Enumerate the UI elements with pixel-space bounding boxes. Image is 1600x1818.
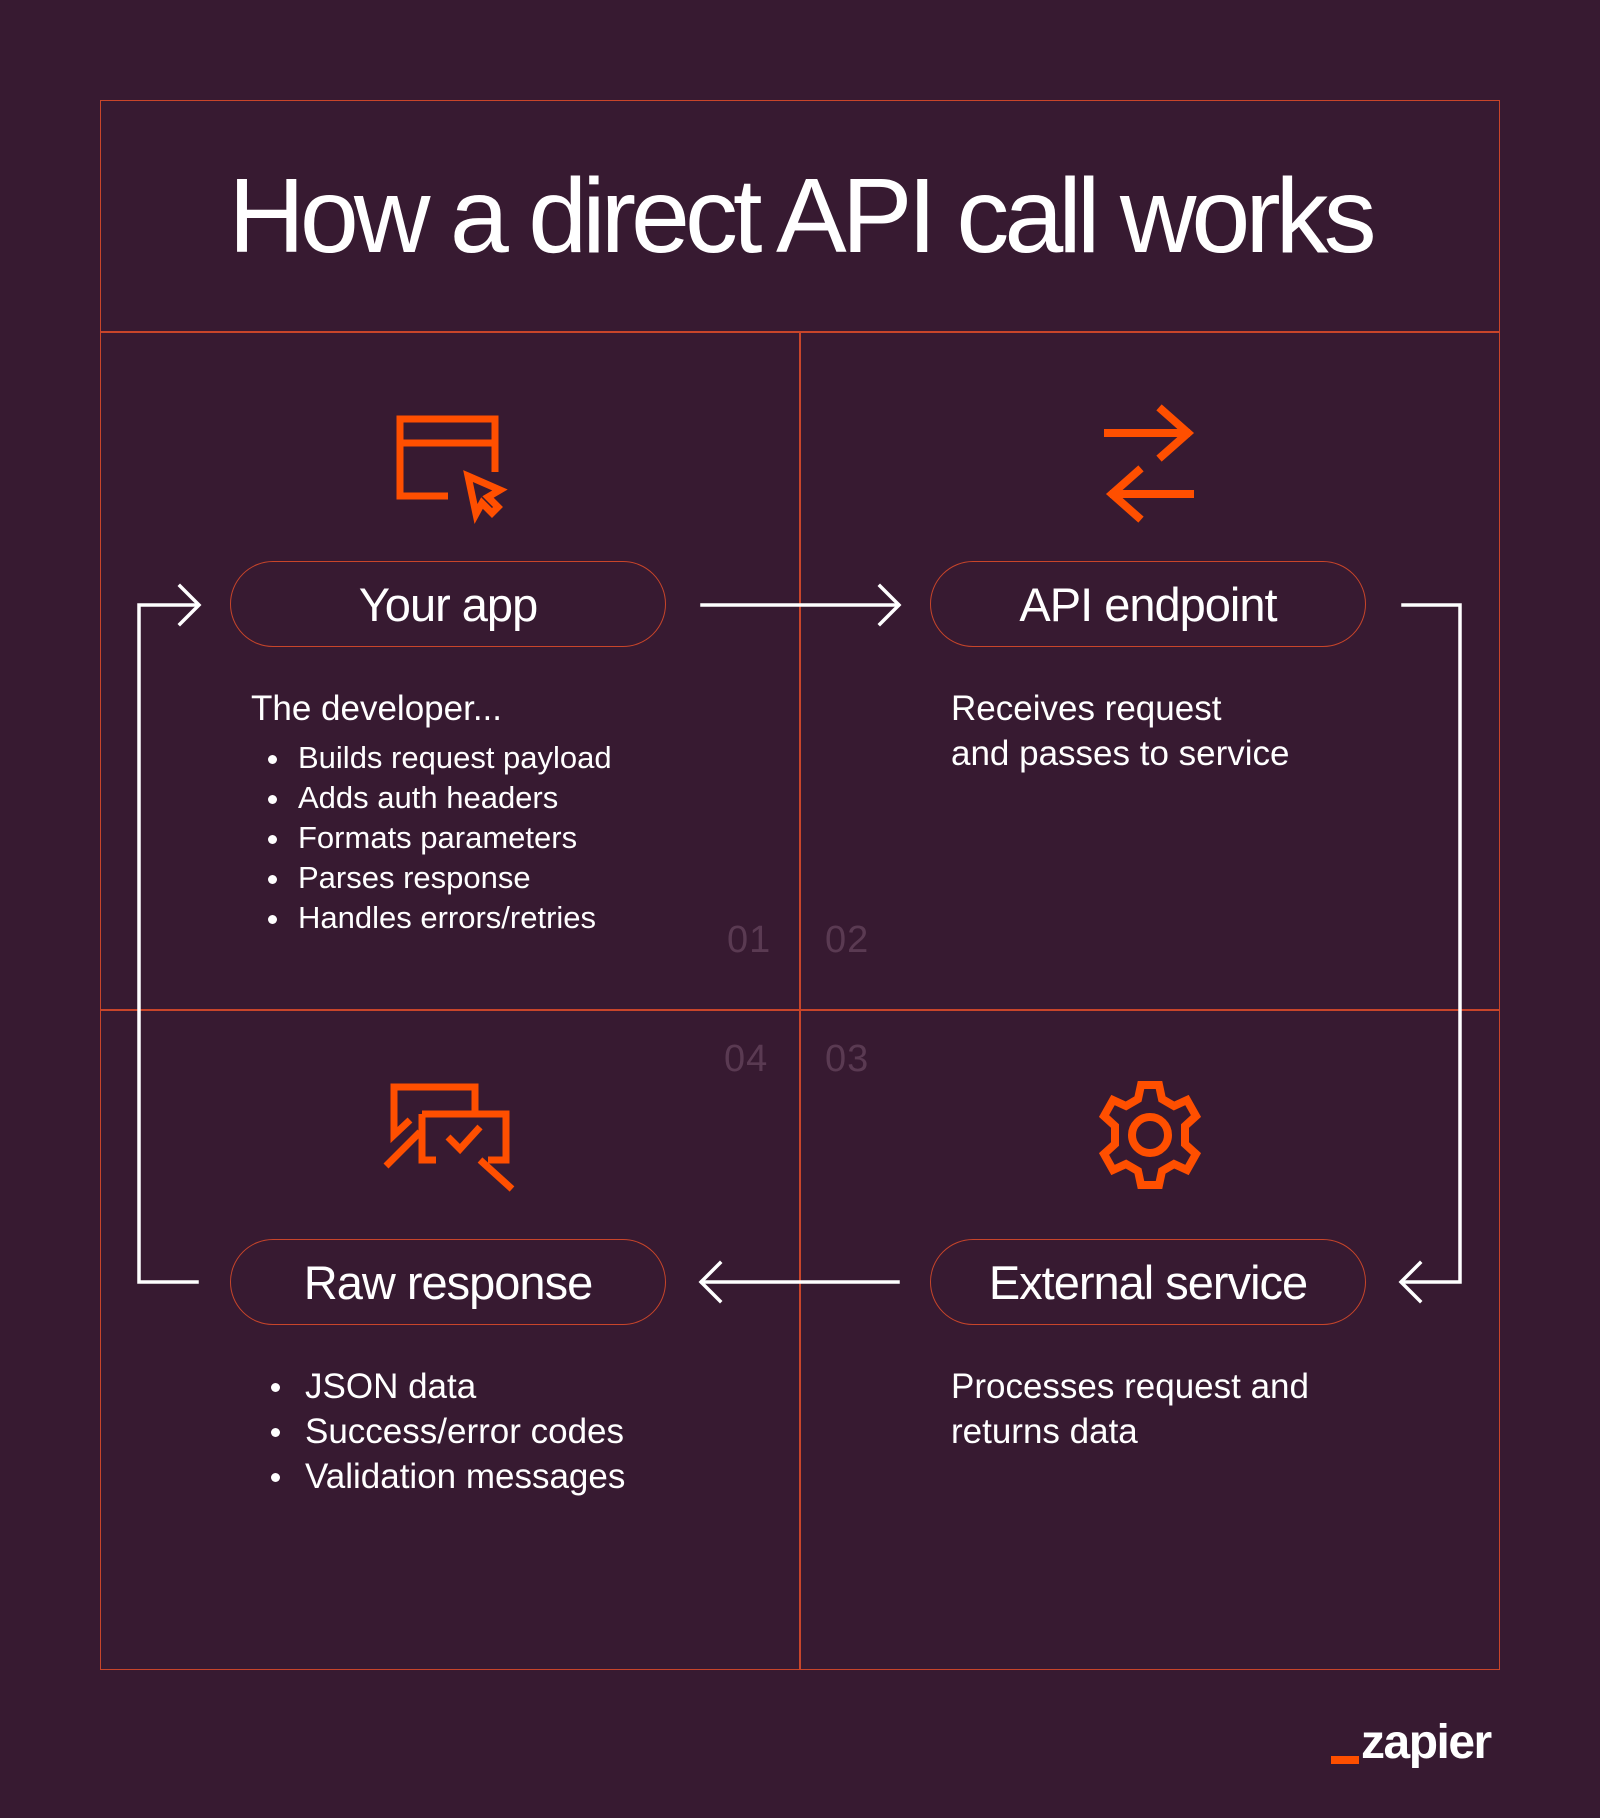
step-number-03: 03 [825, 1038, 870, 1080]
column-divider [799, 332, 801, 1670]
list-item: Success/error codes [251, 1409, 625, 1454]
app-window-cursor-icon [396, 415, 508, 525]
logo-text: zapier [1361, 1716, 1492, 1769]
api-endpoint-description: Receives request and passes to service [951, 686, 1290, 776]
swap-arrows-icon [1104, 404, 1195, 523]
step-number-01: 01 [727, 919, 772, 961]
list-item: Validation messages [251, 1454, 625, 1499]
list-item: Builds request payload [250, 738, 612, 778]
description-line: Processes request and [951, 1367, 1309, 1406]
external-service-description: Processes request and returns data [951, 1364, 1309, 1454]
step-your-app: Your app [230, 561, 666, 647]
list-item: Parses response [250, 858, 612, 898]
step-external-service: External service [930, 1239, 1366, 1325]
list-item: Handles errors/retries [250, 898, 612, 938]
your-app-bullets: Builds request payload Adds auth headers… [250, 738, 612, 938]
step-api-endpoint: API endpoint [930, 561, 1366, 647]
list-item: Formats parameters [250, 818, 612, 858]
list-item: Adds auth headers [250, 778, 612, 818]
description-line: returns data [951, 1412, 1138, 1451]
step-number-04: 04 [724, 1038, 769, 1080]
logo-underscore [1331, 1756, 1359, 1764]
zapier-logo: zapier [1330, 1715, 1492, 1770]
list-item: JSON data [251, 1364, 625, 1409]
chat-search-check-icon [383, 1083, 515, 1192]
description-line: Receives request [951, 689, 1222, 728]
step-raw-response: Raw response [230, 1239, 666, 1325]
page-title: How a direct API call works [228, 156, 1376, 275]
step-number-02: 02 [825, 919, 870, 961]
raw-response-bullets: JSON data Success/error codes Validation… [251, 1364, 625, 1499]
gear-icon [1098, 1081, 1202, 1189]
your-app-heading: The developer... [251, 689, 502, 728]
title-divider [100, 331, 1500, 333]
description-line: and passes to service [951, 734, 1290, 773]
